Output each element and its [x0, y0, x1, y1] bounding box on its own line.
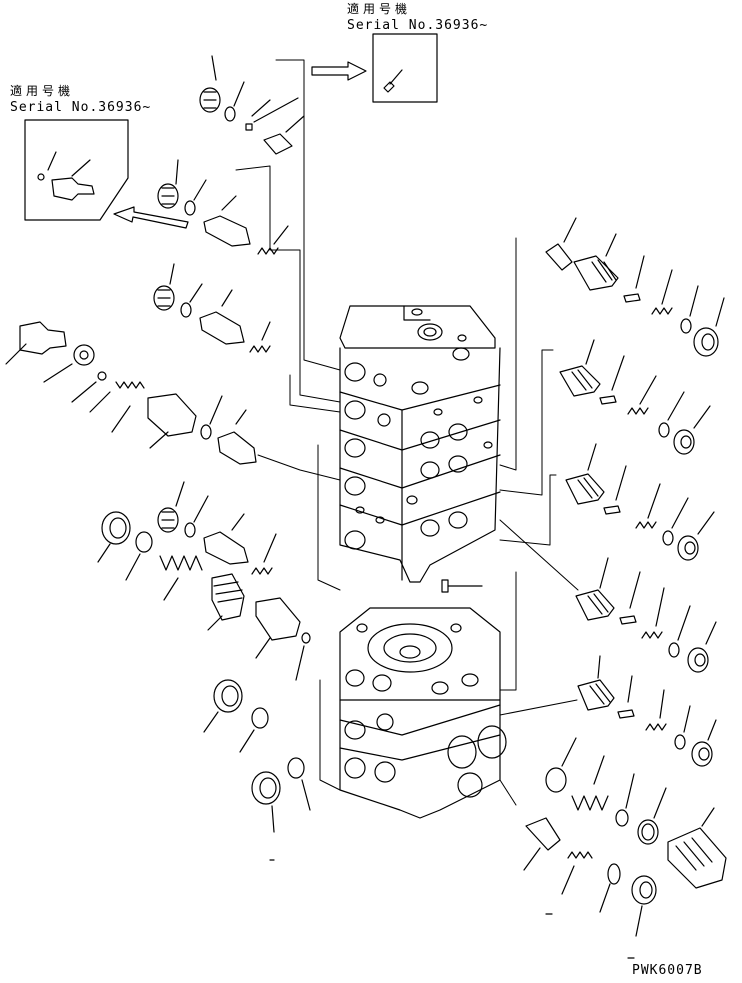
right-pin-5	[617, 675, 635, 719]
bottom-ring-b	[637, 787, 667, 845]
right-spool-3	[565, 443, 605, 505]
right-spring-4	[641, 587, 665, 639]
plug-1	[199, 55, 221, 113]
lower-plug-b	[251, 771, 281, 861]
right-ring-1	[680, 285, 699, 334]
right-pin-3	[603, 465, 627, 515]
relief-oring	[125, 531, 153, 581]
top-serial-label: Serial No.36936~	[347, 18, 489, 33]
relief-cartridge	[207, 573, 245, 631]
right-plug-1	[693, 297, 725, 357]
spool-d	[203, 513, 249, 565]
bottom-ring-a	[615, 773, 635, 827]
plug-2	[263, 115, 305, 155]
bottom-plug	[631, 875, 657, 937]
small-pin-1	[245, 97, 299, 131]
plug-5	[157, 481, 185, 533]
relief-plug-large	[97, 511, 131, 563]
right-ring-2	[658, 391, 685, 438]
bottom-relief-cartridge	[667, 807, 727, 889]
right-pin-1	[623, 255, 645, 303]
spring-b	[249, 321, 271, 353]
left-spring	[89, 381, 145, 413]
top-applicable-label: 適用号機	[347, 2, 412, 16]
spool-a	[203, 195, 251, 247]
ring-2	[184, 179, 207, 216]
right-plug-3	[677, 511, 715, 561]
bottom-spring	[571, 755, 609, 811]
relief-spring	[159, 555, 203, 601]
right-plug-2	[673, 405, 711, 455]
spring-a	[257, 225, 289, 255]
left-callout-box	[24, 119, 129, 221]
spool-b	[199, 289, 245, 345]
lower-oring-b	[287, 757, 311, 811]
left-sleeve	[111, 393, 197, 449]
bottom-oring-small	[599, 863, 621, 913]
right-pin-2	[599, 355, 625, 405]
right-ring-4	[668, 605, 691, 658]
right-plug-5	[691, 719, 717, 767]
ring-5	[184, 495, 209, 538]
right-plug-4	[687, 621, 717, 673]
lower-oring-a	[239, 707, 269, 753]
top-callout-arrow	[311, 61, 367, 81]
relief-poppet	[255, 597, 301, 659]
bottom-spring-2	[561, 851, 593, 895]
figure-code: PWK6007B	[632, 963, 703, 978]
lower-plug-a	[203, 679, 243, 733]
ring-3	[180, 283, 203, 318]
ring-1	[224, 81, 245, 122]
left-spool	[5, 321, 67, 365]
right-spool-5	[577, 655, 615, 711]
left-callout-arrow	[113, 206, 189, 229]
right-spring-3	[635, 483, 661, 529]
ring-4	[200, 395, 223, 440]
right-spring-1	[651, 269, 673, 315]
top-callout-box	[372, 33, 438, 103]
plug-3	[157, 159, 179, 209]
right-spring-2	[627, 375, 657, 415]
right-spool-2	[559, 339, 601, 397]
right-spring-5	[645, 689, 667, 731]
left-small-ring	[71, 371, 107, 403]
right-pin-4	[619, 571, 641, 625]
right-spool-4	[575, 557, 615, 621]
right-ring-5	[674, 705, 691, 750]
upper-valve-body	[339, 305, 501, 593]
relief-small-ring	[295, 632, 311, 681]
spool-c	[217, 409, 257, 465]
left-serial-label: Serial No.36936~	[10, 100, 152, 115]
lower-valve-body	[339, 607, 507, 819]
bottom-oring-large	[545, 737, 577, 793]
left-applicable-label: 適用号機	[10, 84, 75, 98]
right-ring-3	[662, 497, 689, 546]
right-spool-1	[573, 233, 619, 291]
plug-4	[153, 263, 175, 311]
right-sleeve-top	[545, 217, 577, 271]
bottom-sleeve	[523, 817, 561, 871]
spring-d	[251, 533, 277, 575]
assembly-leader-lines	[235, 59, 579, 806]
left-collar	[43, 344, 95, 383]
